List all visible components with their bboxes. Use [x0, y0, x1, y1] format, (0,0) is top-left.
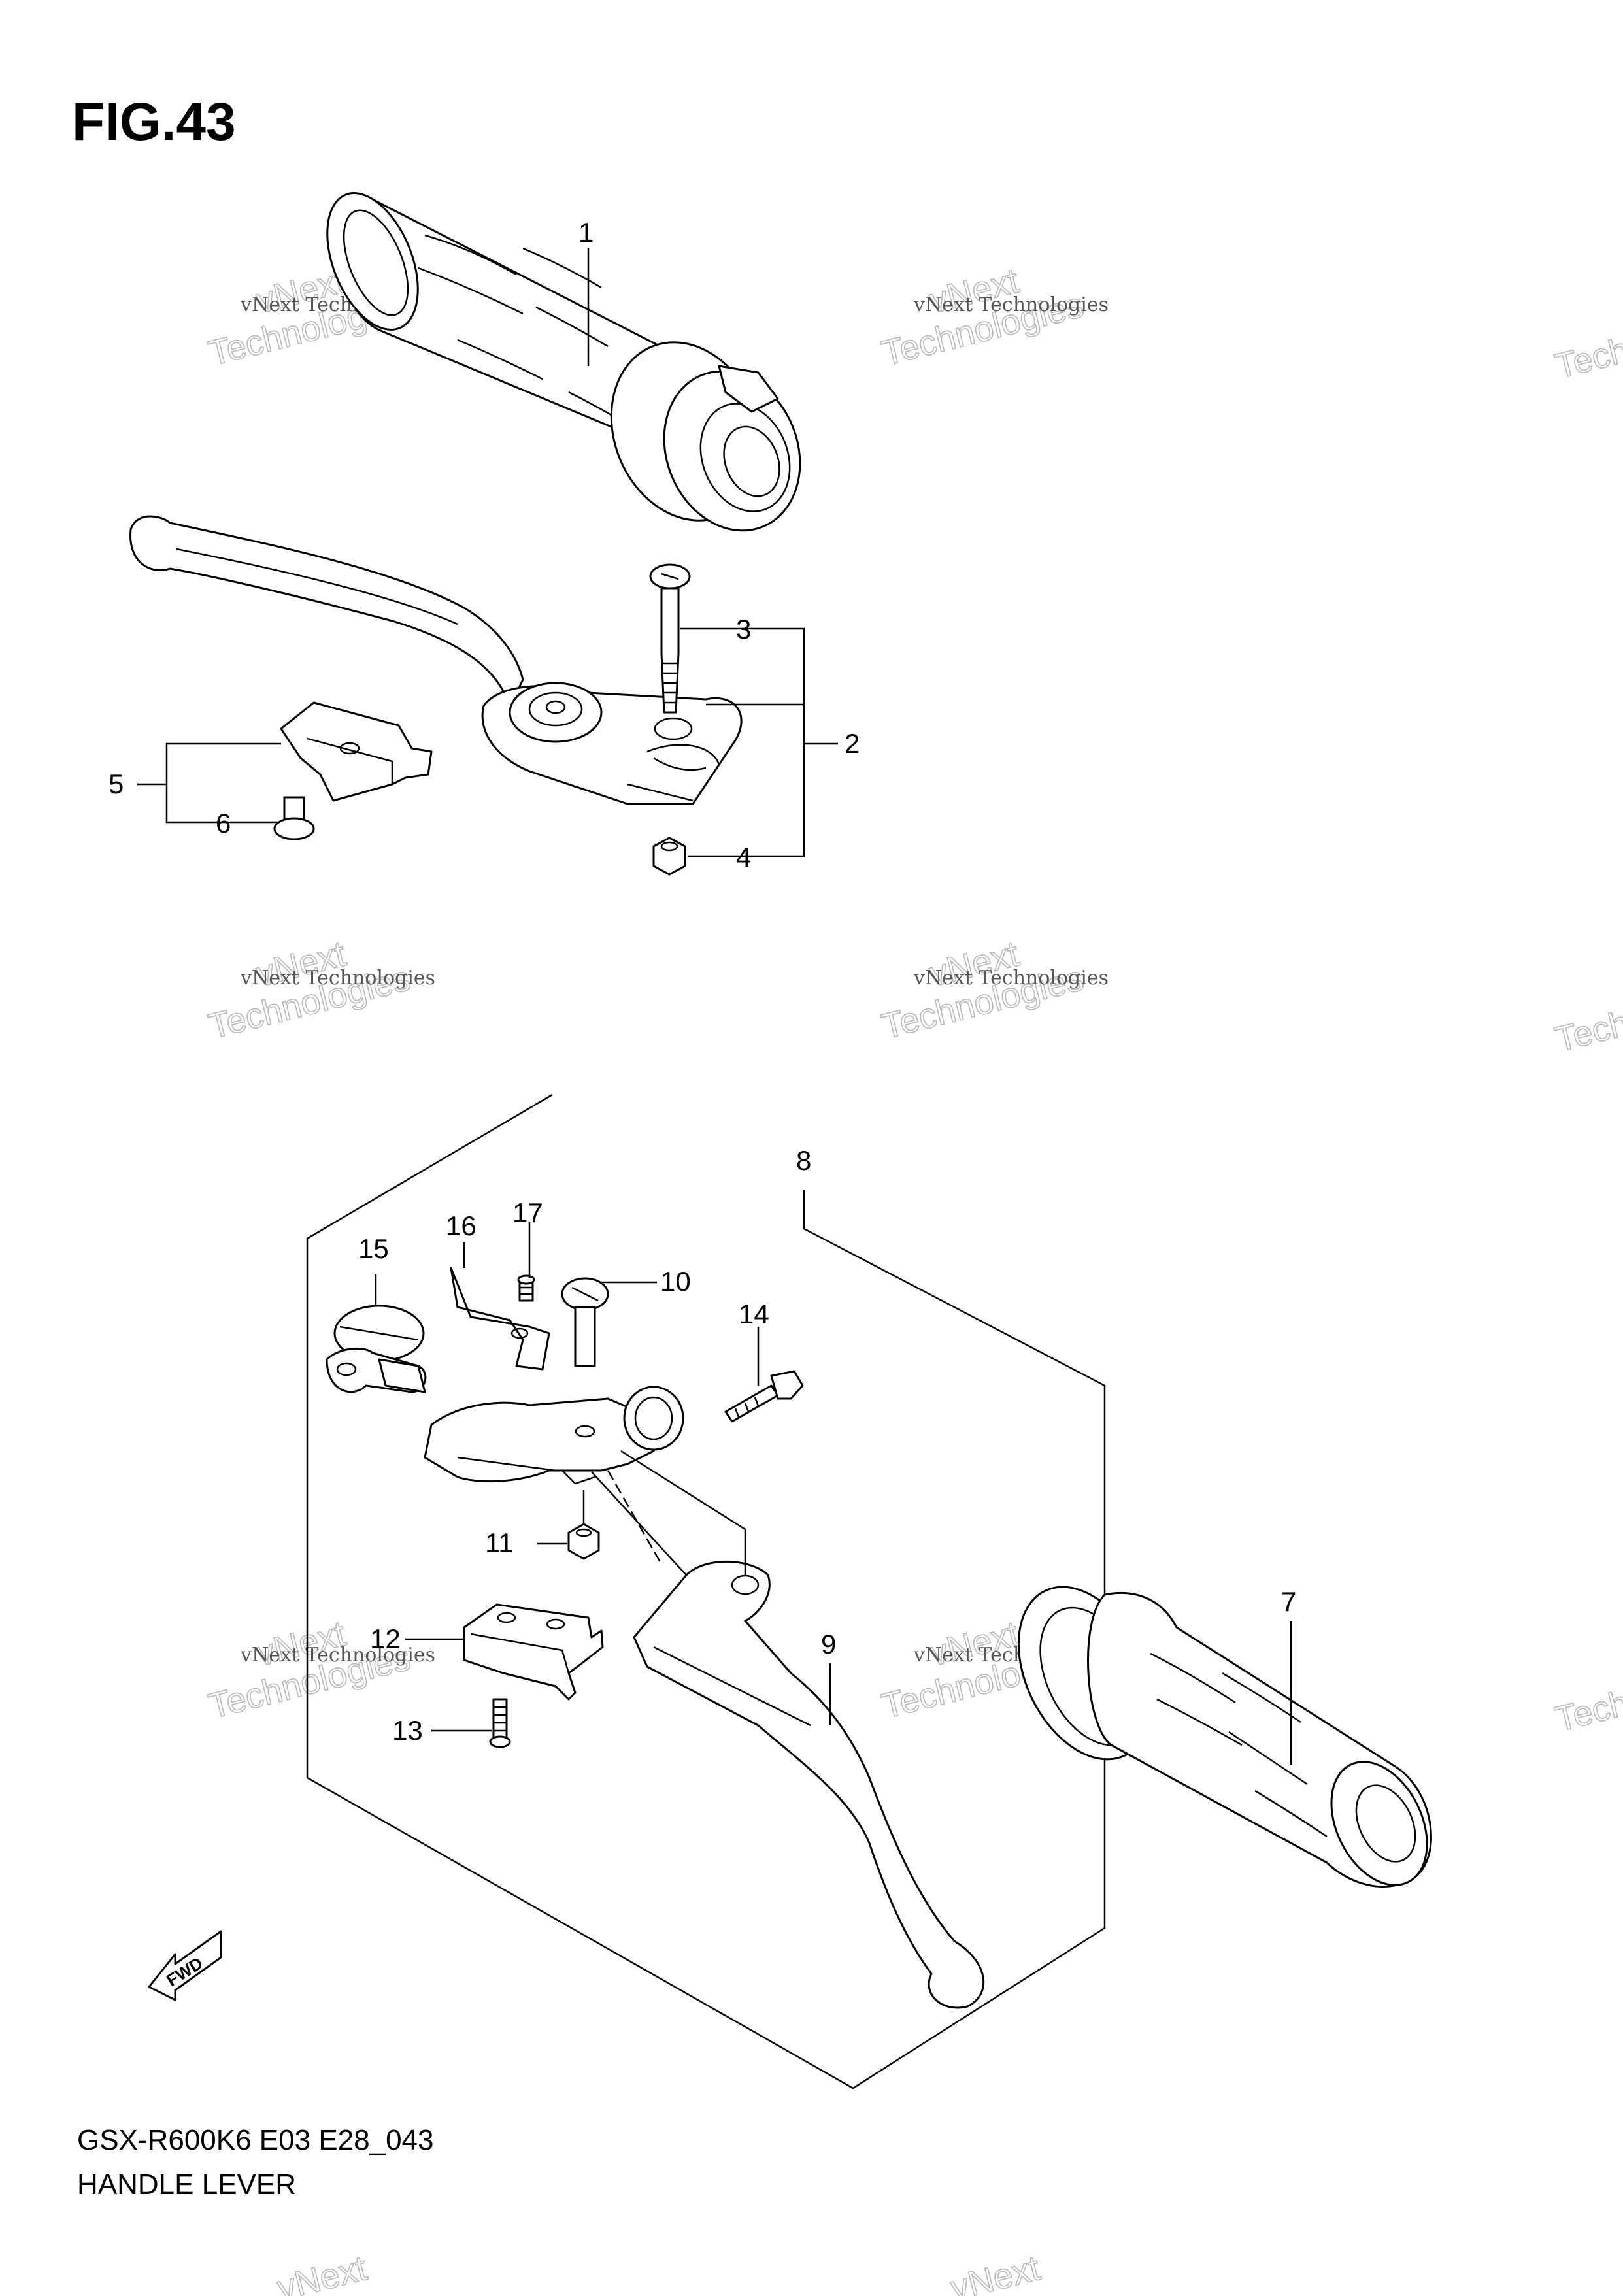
callout-6: 6	[216, 808, 231, 839]
watermark: Technologies	[1550, 298, 1623, 387]
watermark: Technologies	[1550, 971, 1623, 1060]
callout-7: 7	[1281, 1586, 1296, 1617]
part-1-throttle-grip	[326, 192, 801, 532]
part-13-screw	[489, 1698, 511, 1748]
section-name: HANDLE LEVER	[77, 2169, 297, 2201]
part-15-adjuster	[326, 1305, 427, 1393]
watermark-line2: Technologies	[1551, 299, 1623, 386]
callout-1: 1	[578, 217, 594, 248]
callout-12: 12	[370, 1623, 401, 1654]
watermark-caption: vNext Technologies	[913, 293, 1109, 316]
part-3-pivot-bolt	[649, 563, 691, 714]
part-10-pivot-bolt	[561, 1277, 609, 1367]
callout-4: 4	[736, 842, 751, 873]
watermark-caption: vNext Technologies	[240, 1644, 435, 1667]
assembly-outline-part-8	[306, 1093, 1106, 2089]
watermark: vNext	[273, 2248, 371, 2296]
callout-17: 17	[512, 1197, 543, 1228]
part-16-bracket	[450, 1267, 550, 1371]
part-7-left-grip	[1017, 1586, 1432, 1888]
part-14-bolt	[724, 1370, 804, 1423]
watermark: vNext Technologies	[877, 261, 1088, 374]
leader-lines	[137, 248, 1292, 1765]
part-11-nut	[567, 1523, 600, 1560]
part-4-nut	[652, 837, 686, 876]
watermark-caption: vNext Technologies	[913, 967, 1109, 990]
callout-labels: 1 2 3 4 5 6 7 8 9 10 11 12 13 14 15 16 1…	[109, 217, 1296, 1746]
part-12-clutch-switch	[463, 1603, 604, 1701]
part-17-small-screw	[517, 1274, 535, 1302]
callout-16: 16	[446, 1210, 477, 1241]
callout-5: 5	[109, 769, 124, 799]
callout-11: 11	[485, 1527, 514, 1558]
figure-title: FIG.43	[72, 92, 236, 152]
callout-3: 3	[736, 614, 751, 644]
part-6-screw	[273, 796, 315, 840]
watermark: Technologies	[1550, 1651, 1623, 1740]
model-code: GSX-R600K6 E03 E28_043	[77, 2124, 434, 2156]
callout-2: 2	[845, 728, 860, 759]
forward-direction-marker: FWD	[148, 1930, 222, 2001]
callout-9: 9	[821, 1629, 836, 1659]
part-9-clutch-lever	[633, 1560, 985, 2009]
watermark-line1: vNext	[946, 2248, 1043, 2296]
watermark-line1: vNext	[273, 2248, 370, 2296]
callout-15: 15	[358, 1233, 389, 1264]
part-5-brake-switch	[280, 701, 433, 802]
watermark-caption: vNext Technologies	[240, 967, 435, 990]
watermark-layer: vNext Technologies vNext Technologies vN…	[204, 261, 1623, 2296]
callout-8: 8	[796, 1145, 811, 1176]
callout-10: 10	[660, 1266, 691, 1297]
watermark-line2: Technologies	[1551, 1652, 1623, 1739]
clutch-lever-holder	[424, 1386, 684, 1485]
watermark: vNext	[946, 2248, 1045, 2296]
callout-13: 13	[392, 1715, 423, 1746]
part-2-brake-lever	[129, 515, 743, 805]
watermark-line2: Technologies	[1551, 972, 1623, 1059]
callout-14: 14	[739, 1299, 769, 1329]
